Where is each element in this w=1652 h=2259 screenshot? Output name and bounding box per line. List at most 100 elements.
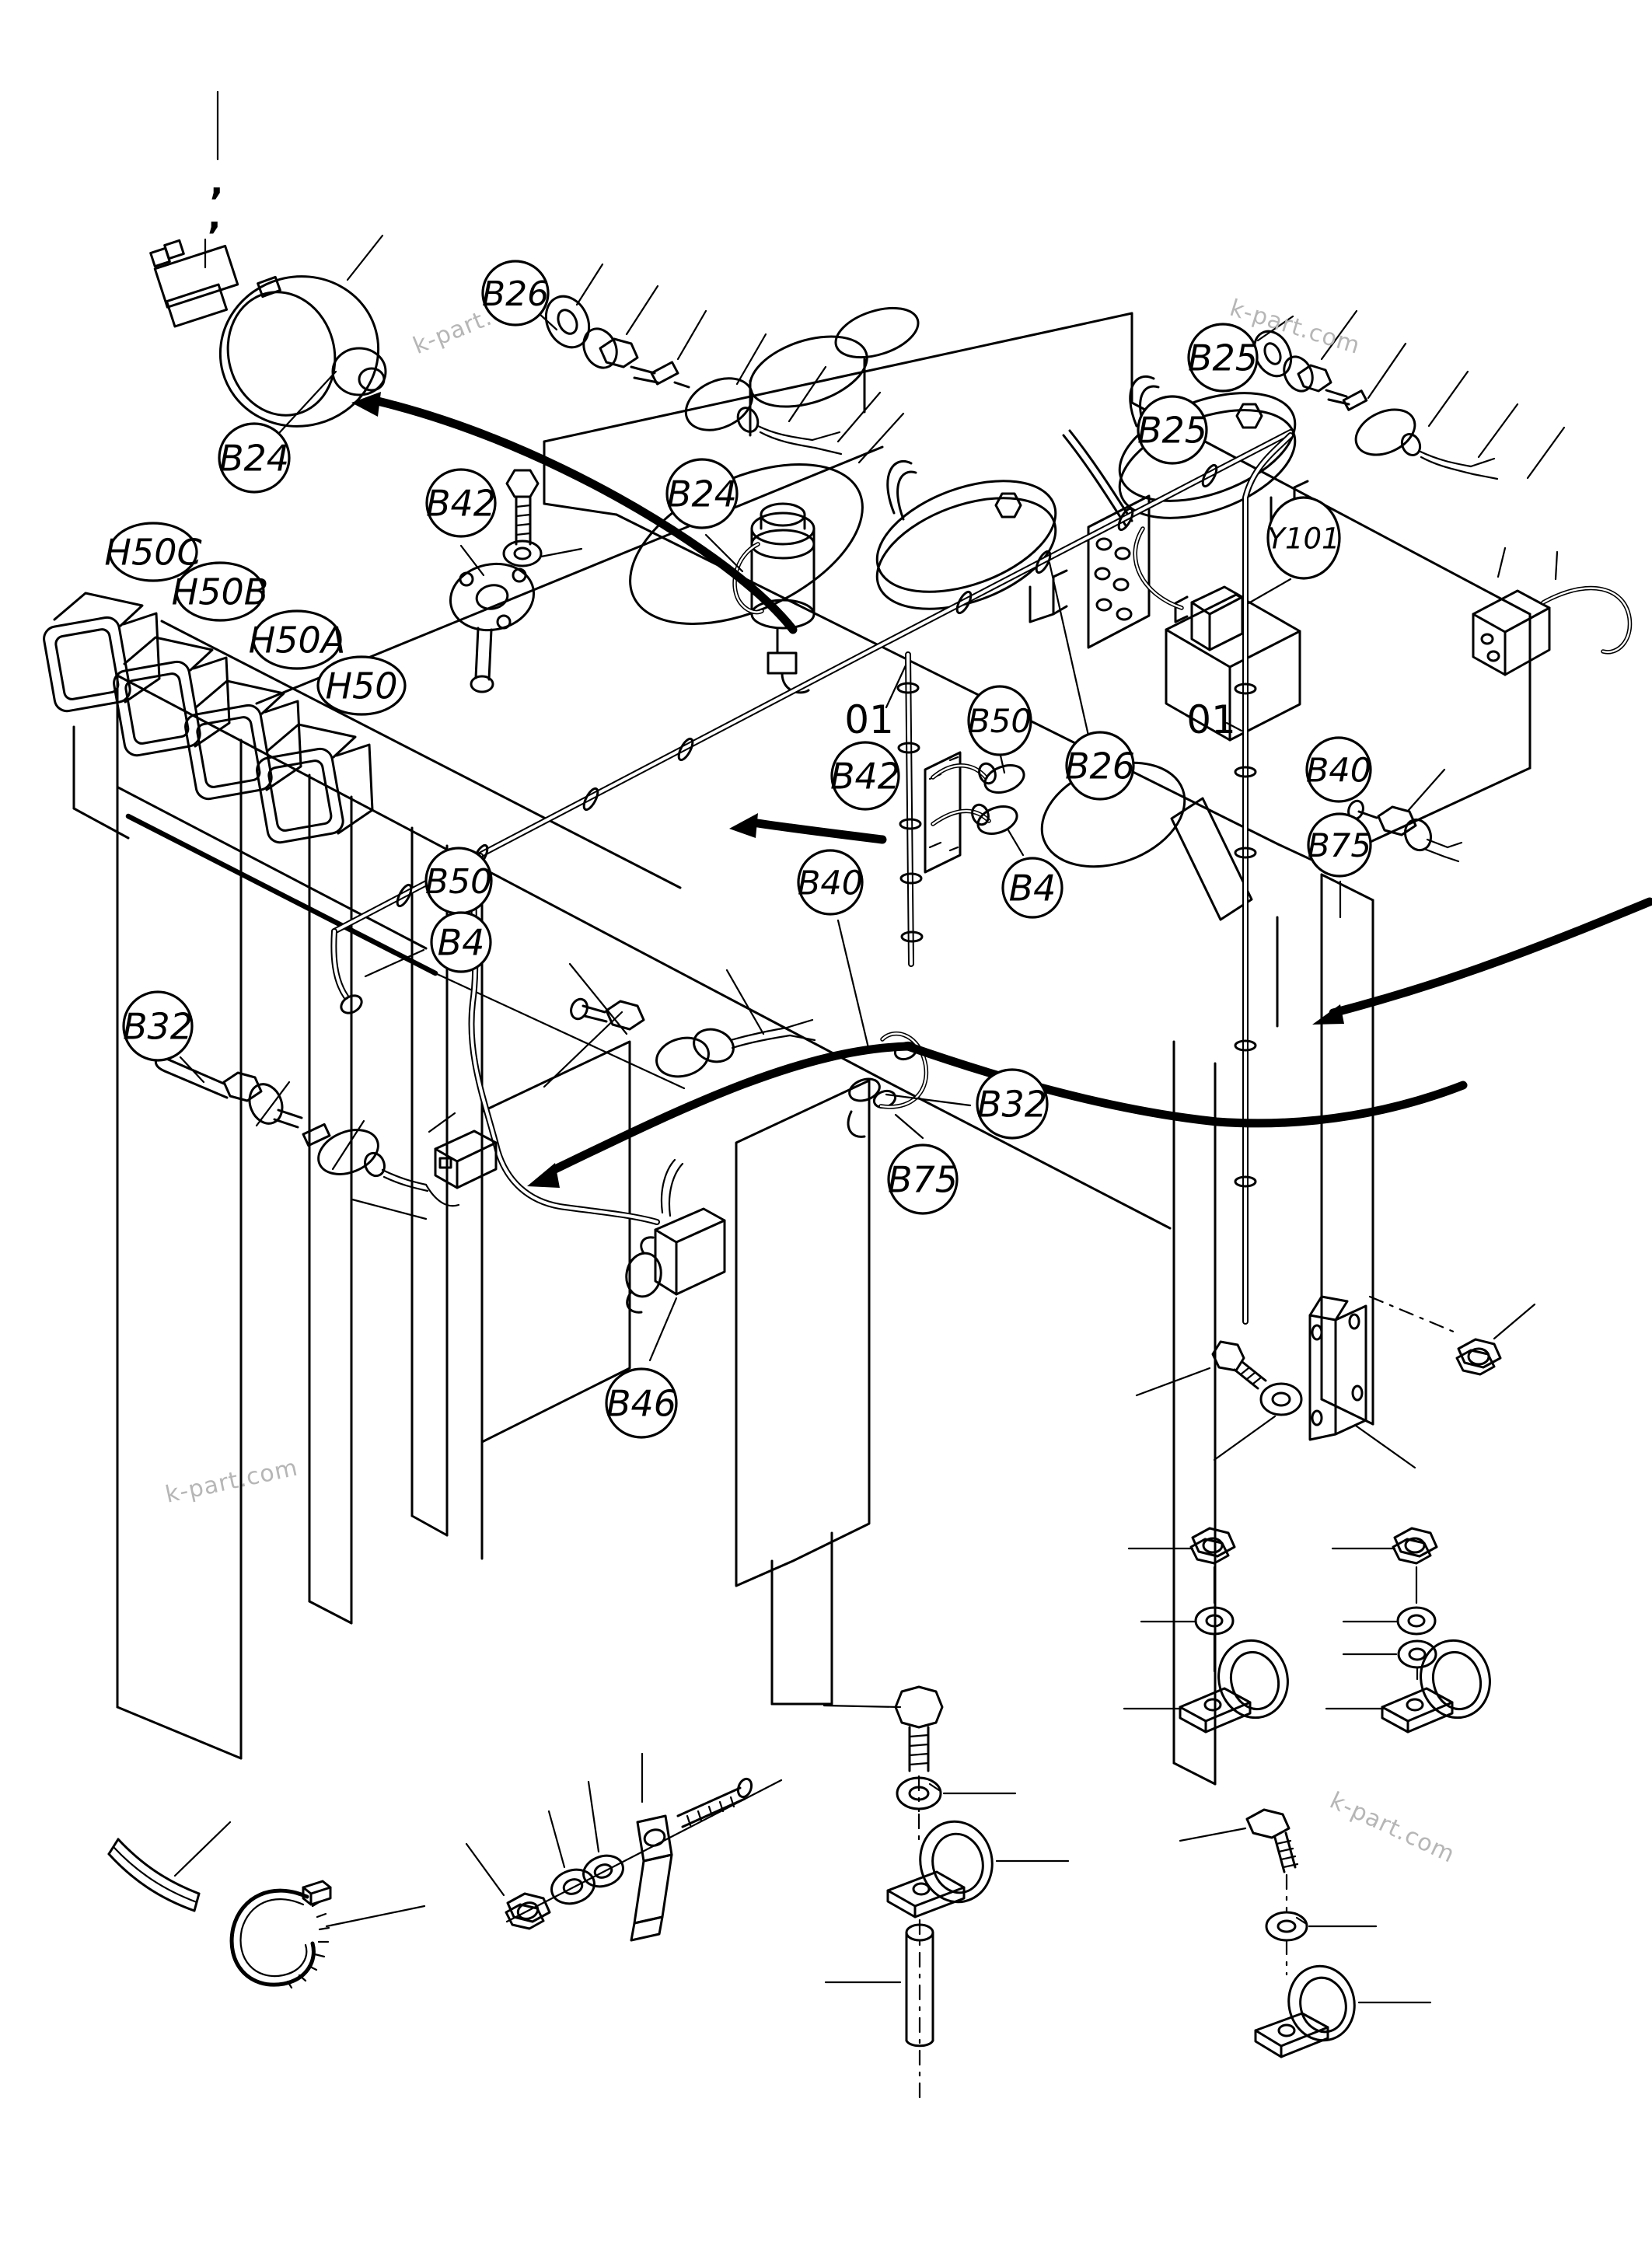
callout-label: B46 — [606, 1383, 676, 1425]
callout-bubble — [108, 522, 198, 582]
callout-B42-left: B42 — [425, 468, 497, 538]
callout-bubble — [481, 260, 550, 326]
callout-B4-left: B4 — [430, 911, 492, 973]
sensor-chain-b25 — [1252, 330, 1499, 480]
callout-H50A: H50A — [249, 609, 346, 670]
callout-bubble — [1065, 731, 1135, 801]
callout-B25-upper: B25 — [1187, 323, 1259, 393]
callout-bubble — [797, 849, 864, 916]
y101-connector — [1472, 585, 1633, 676]
callout-label: B24 — [219, 438, 289, 480]
group-label: 01 — [844, 697, 894, 742]
callout-label: Y101 — [1267, 522, 1339, 555]
callout-bubble — [1001, 857, 1063, 919]
callout-bubble — [1187, 323, 1259, 393]
decoration-layer: ,, — [208, 161, 223, 237]
callout-label: B50 — [968, 702, 1032, 740]
callout-B46: B46 — [605, 1367, 678, 1439]
callout-bubble — [1266, 496, 1341, 580]
callout-bubble — [425, 468, 497, 538]
callout-bubble — [430, 911, 492, 973]
callout-B24-top-left: B24 — [218, 422, 291, 494]
y101-solenoid — [1133, 526, 1244, 651]
callout-bubble — [1137, 395, 1208, 465]
callout-label: B75 — [1308, 826, 1371, 864]
callout-label: B26 — [482, 274, 549, 314]
callout-label: B25 — [1137, 410, 1207, 452]
callout-B75-center: B75 — [887, 1143, 959, 1215]
callout-H50B: H50B — [172, 561, 269, 622]
callout-label: B40 — [798, 864, 863, 903]
bottom-right-clamp-column — [1245, 1808, 1356, 2058]
group-label: 01 — [1186, 697, 1236, 742]
callout-label: H50A — [249, 620, 346, 662]
callout-label: B50 — [425, 862, 492, 902]
callout-B40-center: B40 — [797, 849, 864, 916]
callout-label: B4 — [1009, 868, 1057, 910]
callout-B75-right: B75 — [1307, 812, 1372, 878]
callout-Y101: Y101 — [1266, 496, 1341, 580]
callout-bubble — [605, 1367, 678, 1439]
callout-B42-center: B42 — [830, 741, 900, 811]
callout-H50: H50 — [316, 655, 407, 716]
callout-label: H50B — [172, 571, 269, 613]
callout-bubble — [175, 561, 265, 622]
callout-bubble — [967, 685, 1032, 756]
callout-bubble — [316, 655, 407, 716]
sensor-b40-b75-right — [1347, 799, 1463, 863]
engine-deck — [543, 306, 1532, 868]
sensor-chain-b32-left — [154, 1054, 498, 1207]
callout-bubble — [122, 990, 194, 1062]
callout-label: B26 — [1065, 745, 1135, 787]
callout-label: B4 — [438, 922, 485, 964]
watermark-text: k-part.com — [1325, 1787, 1459, 1869]
callout-label: B32 — [977, 1084, 1047, 1126]
callout-bubble — [830, 741, 900, 811]
callout-bubble — [1307, 812, 1372, 878]
leader-dash-mark: , — [208, 195, 221, 237]
harness-rail — [330, 429, 1294, 1325]
center-sensors-b32-b75 — [847, 1031, 929, 1138]
callout-bubble — [887, 1143, 959, 1215]
callout-B4-center: B4 — [1001, 857, 1063, 919]
callout-B50-left: B50 — [424, 847, 493, 915]
leader-lines — [173, 234, 1566, 2004]
center-harness — [924, 751, 1025, 874]
watermark-text: k-part.com — [163, 1454, 301, 1509]
callout-B26-top: B26 — [481, 260, 550, 326]
callout-label: B42 — [830, 756, 900, 798]
left-sensor-b50-b4 — [570, 997, 816, 1078]
callout-bubble — [1305, 736, 1372, 803]
callout-label: B75 — [888, 1159, 958, 1201]
b46-sender — [625, 1158, 726, 1314]
callout-label: H50 — [325, 665, 397, 707]
bracket-hardware-right — [1211, 1295, 1502, 1441]
callout-H50C: H50C — [104, 522, 202, 582]
callout-bubble — [976, 1068, 1049, 1140]
b24-canister-center — [732, 502, 816, 694]
callout-B32-center: B32 — [976, 1068, 1049, 1140]
callout-bubble — [665, 458, 739, 529]
b42-sender-left — [449, 469, 543, 693]
bottom-center-clamp-column — [886, 1685, 994, 2105]
leader-dash-mark: , — [210, 161, 223, 203]
callout-label: B42 — [426, 483, 496, 525]
callout-B32-left: B32 — [122, 990, 194, 1062]
clamp-hardware-columns — [1179, 1527, 1491, 1734]
callout-B24-center: B24 — [665, 458, 739, 529]
callout-B50-right: B50 — [967, 685, 1032, 756]
sensor-chain-b26 — [544, 295, 843, 456]
callout-label: B24 — [667, 473, 737, 515]
callout-B25-lower: B25 — [1137, 395, 1208, 465]
callout-label: H50C — [104, 532, 201, 574]
callout-B26-right: B26 — [1065, 731, 1135, 801]
callout-bubble — [218, 422, 291, 494]
callout-label: B32 — [123, 1006, 193, 1048]
callout-bubble — [252, 609, 342, 670]
work-lamps — [43, 592, 374, 844]
bottom-left-fastener-group — [505, 1777, 783, 1942]
swoosh-cables — [351, 392, 1652, 1188]
callout-label: B25 — [1188, 337, 1258, 379]
